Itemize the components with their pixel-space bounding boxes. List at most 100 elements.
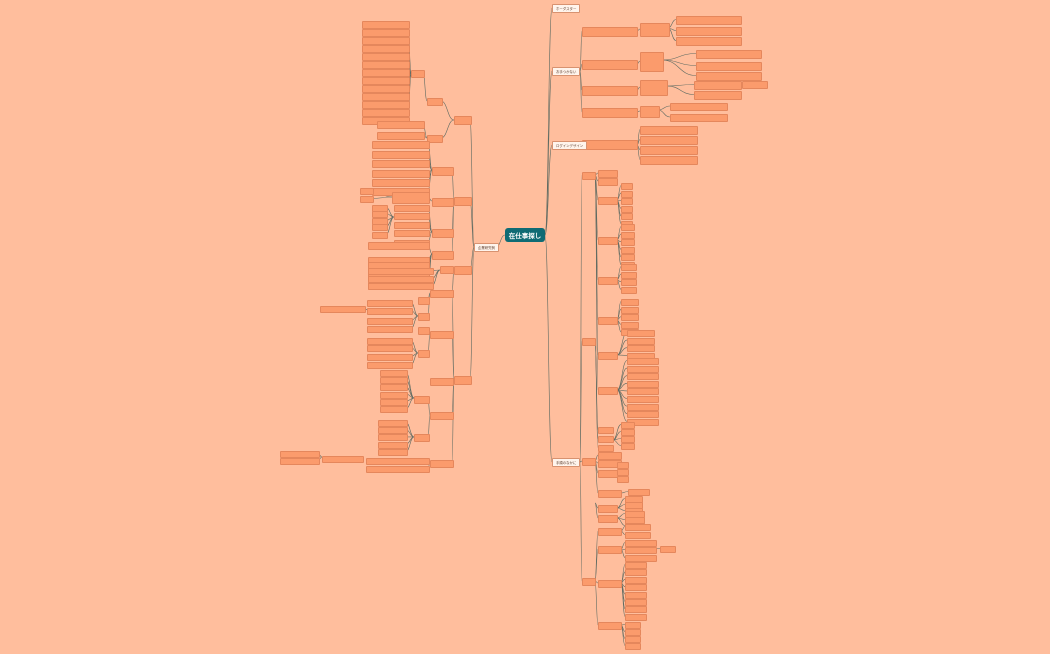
topic-node-5[interactable] <box>676 16 742 25</box>
topic-node-75[interactable] <box>621 436 635 443</box>
topic-node-115[interactable] <box>454 116 472 125</box>
topic-node-106[interactable] <box>625 584 647 591</box>
topic-node-103[interactable] <box>625 562 647 569</box>
topic-node-140[interactable] <box>432 251 454 260</box>
topic-node-13[interactable] <box>694 81 742 90</box>
topic-node-45[interactable] <box>621 247 635 254</box>
topic-node-29[interactable] <box>598 178 618 186</box>
topic-node-126[interactable] <box>362 53 410 61</box>
topic-node-168[interactable] <box>368 276 434 283</box>
branch-node-1[interactable]: ホーダスター <box>552 4 580 13</box>
topic-node-205[interactable] <box>280 458 320 465</box>
topic-node-183[interactable] <box>418 350 430 358</box>
topic-node-188[interactable] <box>414 396 430 404</box>
topic-node-180[interactable] <box>367 326 413 333</box>
topic-node-17[interactable] <box>670 103 728 111</box>
topic-node-98[interactable] <box>625 532 651 539</box>
topic-node-33[interactable] <box>598 317 618 325</box>
topic-node-8[interactable] <box>640 52 664 72</box>
topic-node-105[interactable] <box>625 577 647 584</box>
topic-node-76[interactable] <box>621 443 635 450</box>
topic-node-62[interactable] <box>627 366 659 373</box>
topic-node-195[interactable] <box>380 406 408 413</box>
topic-node-97[interactable] <box>625 524 651 531</box>
topic-node-142[interactable] <box>372 151 430 159</box>
topic-node-179[interactable] <box>367 318 413 325</box>
topic-node-65[interactable] <box>627 388 659 395</box>
topic-node-139[interactable] <box>432 229 454 238</box>
topic-node-51[interactable] <box>621 287 637 294</box>
central-topic[interactable]: 在仕事探し <box>505 228 545 242</box>
topic-node-67[interactable] <box>627 404 659 411</box>
topic-node-159[interactable] <box>372 232 388 239</box>
topic-node-40[interactable] <box>621 213 633 220</box>
topic-node-52[interactable] <box>621 299 639 306</box>
topic-node-101[interactable] <box>625 555 657 562</box>
topic-node-3[interactable] <box>582 108 638 118</box>
topic-node-184[interactable] <box>367 338 413 345</box>
topic-node-71[interactable] <box>598 436 614 443</box>
topic-node-2[interactable] <box>582 86 638 96</box>
topic-node-167[interactable] <box>368 268 434 275</box>
topic-node-108[interactable] <box>625 599 647 606</box>
topic-node-122[interactable] <box>362 21 410 29</box>
topic-node-131[interactable] <box>362 93 410 101</box>
topic-node-130[interactable] <box>362 85 410 93</box>
topic-node-35[interactable] <box>598 387 618 395</box>
topic-node-7[interactable] <box>676 37 742 46</box>
topic-node-11[interactable] <box>696 72 762 81</box>
topic-node-77[interactable] <box>598 452 622 460</box>
topic-node-147[interactable] <box>392 192 430 204</box>
topic-node-127[interactable] <box>362 61 410 69</box>
topic-node-9[interactable] <box>696 50 762 59</box>
topic-node-176[interactable] <box>418 313 430 321</box>
topic-node-165[interactable] <box>440 266 454 274</box>
topic-node-102[interactable] <box>660 546 676 553</box>
topic-node-135[interactable] <box>377 121 425 129</box>
topic-node-201[interactable] <box>366 458 430 465</box>
topic-node-43[interactable] <box>621 232 635 239</box>
topic-node-109[interactable] <box>625 606 647 613</box>
topic-node-125[interactable] <box>362 45 410 53</box>
topic-node-151[interactable] <box>394 213 430 220</box>
topic-node-93[interactable] <box>598 528 622 536</box>
topic-node-177[interactable] <box>367 300 413 307</box>
topic-node-132[interactable] <box>362 101 410 109</box>
topic-node-111[interactable] <box>625 622 641 629</box>
topic-node-145[interactable] <box>372 179 430 187</box>
topic-node-6[interactable] <box>676 27 742 36</box>
topic-node-170[interactable] <box>430 290 454 298</box>
topic-node-84[interactable] <box>628 489 650 496</box>
topic-node-4[interactable] <box>640 23 670 37</box>
topic-node-148[interactable] <box>360 188 374 195</box>
topic-node-10[interactable] <box>696 62 762 71</box>
topic-node-53[interactable] <box>621 307 639 314</box>
topic-node-32[interactable] <box>598 277 618 285</box>
topic-node-144[interactable] <box>372 170 430 178</box>
topic-node-197[interactable] <box>378 427 408 434</box>
topic-node-138[interactable] <box>432 198 454 207</box>
topic-node-202[interactable] <box>366 466 430 473</box>
topic-node-24[interactable] <box>582 172 596 180</box>
topic-node-37[interactable] <box>621 191 633 198</box>
topic-node-114[interactable] <box>625 643 641 650</box>
topic-node-12[interactable] <box>640 80 668 96</box>
topic-node-100[interactable] <box>625 547 657 554</box>
topic-node-181[interactable] <box>320 306 366 313</box>
topic-node-158[interactable] <box>372 224 388 231</box>
topic-node-203[interactable] <box>322 456 364 463</box>
topic-node-82[interactable] <box>617 469 629 476</box>
topic-node-58[interactable] <box>627 338 655 345</box>
topic-node-136[interactable] <box>377 132 425 140</box>
topic-node-150[interactable] <box>394 205 430 212</box>
topic-node-21[interactable] <box>640 136 698 145</box>
topic-node-23[interactable] <box>640 156 698 165</box>
topic-node-68[interactable] <box>627 411 659 418</box>
topic-node-172[interactable] <box>430 378 454 386</box>
topic-node-85[interactable] <box>598 505 618 513</box>
topic-node-44[interactable] <box>621 239 635 246</box>
topic-node-14[interactable] <box>694 91 742 100</box>
branch-node-3[interactable]: ログインデザイン <box>552 141 587 150</box>
topic-node-28[interactable] <box>598 170 618 178</box>
topic-node-86[interactable] <box>598 515 618 523</box>
